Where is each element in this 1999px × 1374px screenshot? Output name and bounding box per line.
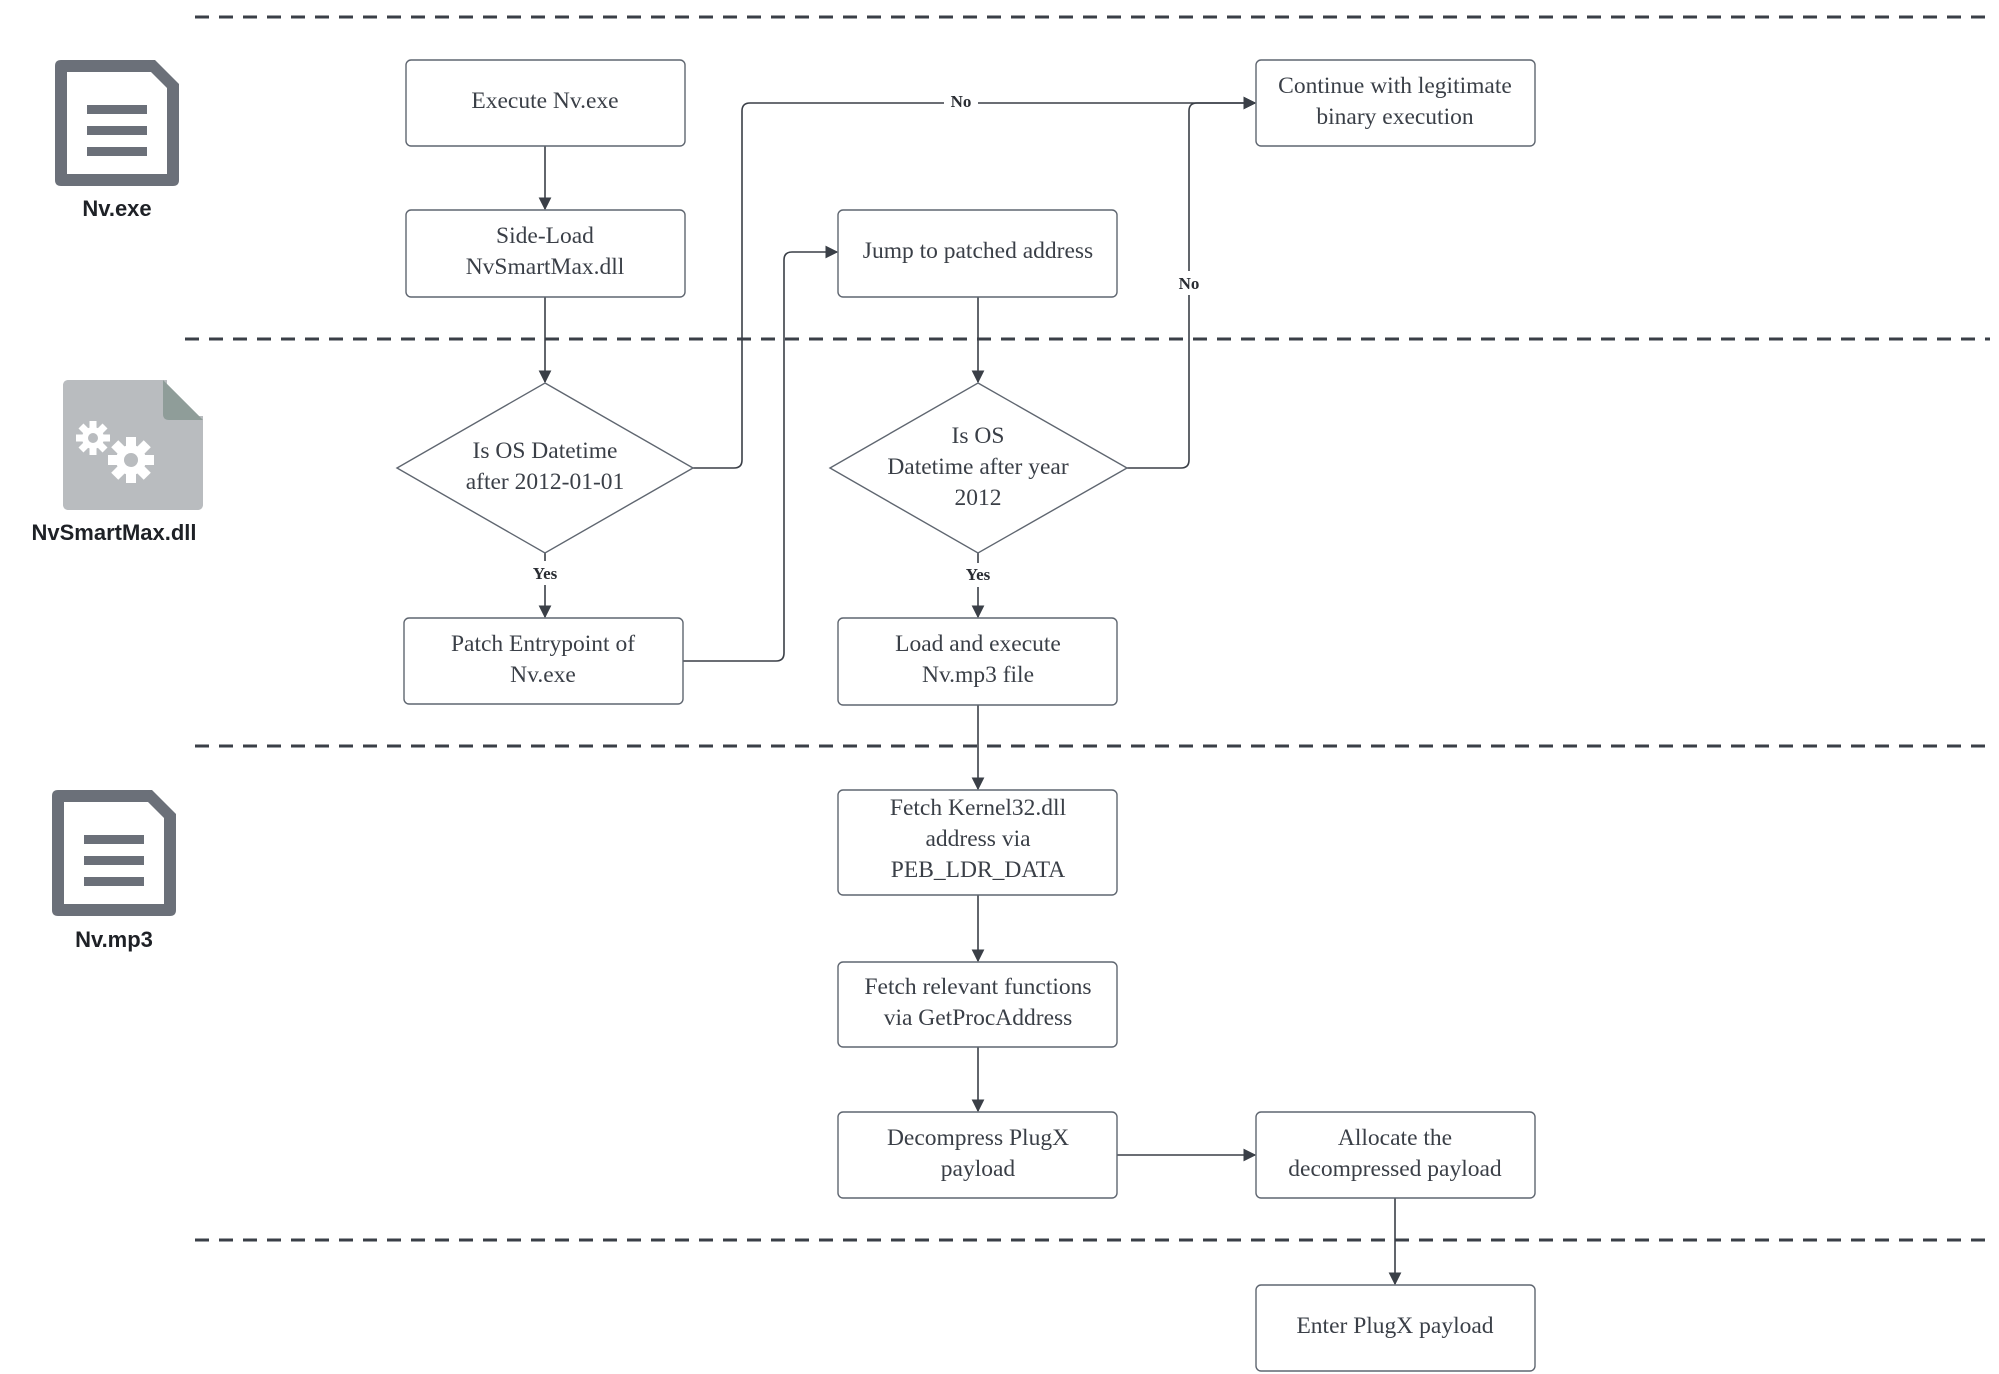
edge-patch-jump xyxy=(683,245,839,662)
document-icon xyxy=(52,790,176,916)
lane-label-nv-exe: Nv.exe xyxy=(82,196,151,221)
document-icon xyxy=(55,60,179,186)
gear-file-icon xyxy=(63,380,203,510)
edge-label-no-1: No xyxy=(951,92,972,111)
edge-label-yes-1: Yes xyxy=(533,564,558,583)
svg-text:Execute Nv.exe: Execute Nv.exe xyxy=(471,88,618,114)
edge-label-yes-2: Yes xyxy=(966,565,991,584)
edge-check1-continue xyxy=(693,96,1257,469)
svg-text:Jump to patched address: Jump to patched address xyxy=(863,238,1093,264)
edge-label-no-2: No xyxy=(1179,274,1200,293)
node-enter: Enter PlugX payload xyxy=(1255,1284,1536,1372)
node-jump: Jump to patched address xyxy=(837,209,1118,298)
lane-label-nv-mp3: Nv.mp3 xyxy=(75,927,153,952)
lane-label-nvsmartmax: NvSmartMax.dll xyxy=(31,520,196,545)
svg-text:Enter PlugX payload: Enter PlugX payload xyxy=(1296,1313,1493,1339)
node-execute: Execute Nv.exe xyxy=(405,59,686,147)
